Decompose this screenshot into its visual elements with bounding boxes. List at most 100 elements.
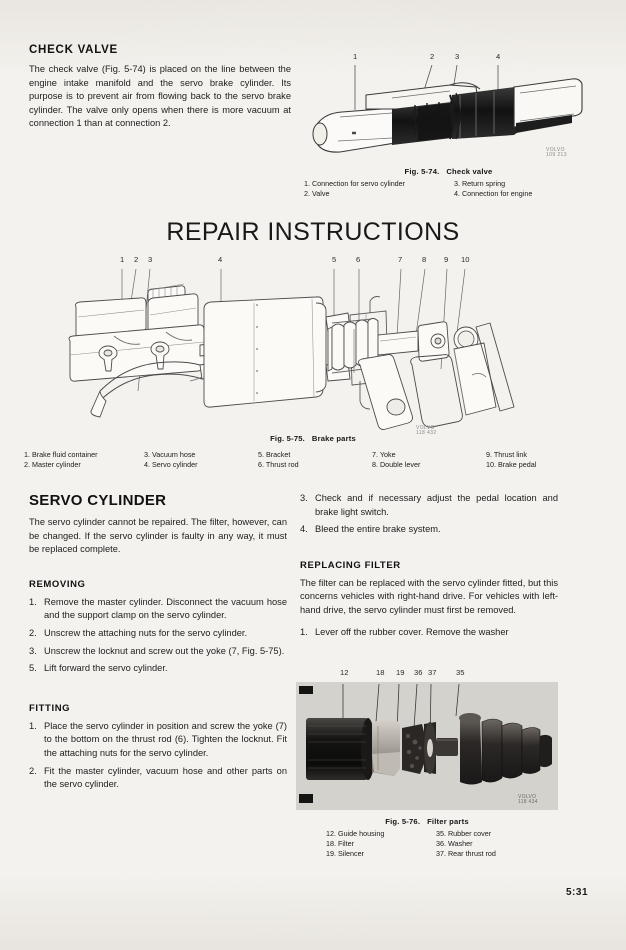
list-item: 4. Bleed the entire brake system. [300, 523, 558, 537]
legend-column-1: 12. Guide housing 18. Filter 19. Silence… [326, 829, 436, 860]
legend-column-1: 1. Brake fluid container 2. Master cylin… [24, 450, 144, 470]
check-valve-drawing: VOLVO 109 213 [300, 65, 597, 161]
fig-5-75-legend: 1. Brake fluid container 2. Master cylin… [24, 450, 604, 470]
fitting-steps: 1. Place the servo cylinder in position … [29, 720, 287, 792]
legend-item: 4. Connection for engine [454, 189, 533, 199]
page-title: REPAIR INSTRUCTIONS [166, 218, 460, 246]
fitting-heading: FITTING [29, 702, 71, 714]
step-text: Place the servo cylinder in position and… [44, 720, 287, 758]
fig-5-76-legend: 12. Guide housing 18. Filter 19. Silence… [296, 829, 558, 860]
callout-12: 12 [340, 668, 349, 677]
filter-parts-photo: VOLVO 118 434 [296, 682, 558, 810]
legend-column-2: 3. Vacuum hose 4. Servo cylinder [144, 450, 258, 470]
legend-item: 3. Vacuum hose [144, 450, 196, 459]
step-number: 5. [29, 663, 37, 674]
callout-3: 3 [148, 255, 153, 264]
fig-5-75-number: Fig. 5-75. [270, 434, 305, 443]
legend-item: 37. Rear thrust rod [436, 849, 496, 859]
callout-19: 19 [396, 668, 405, 677]
legend-item: 10. Brake pedal [486, 460, 537, 470]
callout-1: 1 [120, 255, 125, 264]
fig-5-74-number: Fig. 5-74. [404, 167, 440, 176]
step-text: Lever off the rubber cover. Remove the w… [315, 626, 509, 637]
svg-text:VOLVO: VOLVO [518, 794, 536, 800]
callout-6: 6 [356, 255, 361, 264]
removing-heading: REMOVING [29, 578, 86, 590]
fig-5-76-title: Filter parts [427, 817, 469, 826]
callout-7: 7 [398, 255, 403, 264]
callout-5: 5 [332, 255, 337, 264]
callout-2: 2 [134, 255, 139, 264]
replacing-filter-heading: REPLACING FILTER [300, 559, 401, 571]
right-column: 3. Check and if necessary adjust the ped… [300, 492, 558, 643]
callout-35: 35 [456, 668, 465, 677]
legend-item: 36. Washer [436, 839, 473, 849]
step-number: 3. [300, 493, 308, 503]
fig-5-74-legend: 1. Connection for servo cylinder 2. Valv… [300, 179, 597, 199]
legend-column-5: 9. Thrust link 10. Brake pedal [486, 450, 546, 470]
list-item: 1. Remove the master cylinder. Disconnec… [29, 596, 287, 623]
svg-text:118 434: 118 434 [518, 799, 538, 805]
check-valve-section: CHECK VALVE The check valve (Fig. 5-74) … [29, 44, 291, 139]
fig-5-74-caption: Fig. 5-74. Check valve [300, 167, 597, 176]
svg-text:118 432: 118 432 [416, 430, 437, 436]
check-valve-heading: CHECK VALVE [29, 44, 118, 56]
step-text: Bleed the entire brake system. [315, 524, 441, 535]
step-text: Fit the master cylinder, vacuum hose and… [44, 765, 287, 790]
callout-37: 37 [428, 668, 437, 677]
list-item: 3. Check and if necessary adjust the ped… [300, 492, 558, 519]
legend-item: 3. Return spring [454, 179, 506, 188]
svg-text:VOLVO: VOLVO [546, 147, 565, 153]
callout-18: 18 [376, 668, 385, 677]
svg-text:VOLVO: VOLVO [416, 425, 435, 431]
step-text: Unscrew the locknut and screw out the yo… [44, 645, 285, 656]
callout-2: 2 [430, 52, 435, 61]
callout-1: 1 [353, 52, 358, 61]
legend-item: 4. Servo cylinder [144, 460, 198, 470]
filter-parts-callouts: 12 18 19 36 37 35 [296, 668, 558, 682]
legend-column-1: 1. Connection for servo cylinder 2. Valv… [304, 179, 454, 199]
list-item: 3. Unscrew the locknut and screw out the… [29, 645, 287, 659]
step-number: 1. [29, 596, 37, 607]
step-number: 2. [29, 765, 37, 776]
legend-item: 8. Double lever [372, 460, 421, 470]
legend-item: 5. Bracket [258, 450, 291, 459]
step-text: Check and if necessary adjust the pedal … [315, 493, 558, 517]
servo-cylinder-section: SERVO CYLINDER The servo cylinder cannot… [29, 492, 287, 796]
legend-item: 6. Thrust rod [258, 460, 299, 470]
legend-column-4: 7. Yoke 8. Double lever [372, 450, 486, 470]
fig-5-74-title: Check valve [446, 167, 493, 176]
replacing-filter-body: The filter can be replaced with the serv… [300, 577, 558, 615]
fig-5-76-number: Fig. 5-76. [385, 817, 421, 826]
step-text: Remove the master cylinder. Disconnect t… [44, 596, 287, 621]
legend-column-2: 3. Return spring 4. Connection for engin… [454, 179, 542, 199]
legend-item: 7. Yoke [372, 450, 396, 459]
legend-item: 18. Filter [326, 839, 354, 849]
servo-cylinder-intro: The servo cylinder cannot be repaired. T… [29, 517, 287, 555]
figure-filter-parts: 12 18 19 36 37 35 [296, 668, 558, 860]
callout-4: 4 [496, 52, 501, 61]
legend-column-3: 5. Bracket 6. Thrust rod [258, 450, 372, 470]
fig-5-75-caption: Fig. 5-75. Brake parts [0, 434, 626, 446]
legend-item: 19. Silencer [326, 849, 364, 859]
servo-cylinder-heading: SERVO CYLINDER [29, 492, 167, 509]
fitting-steps-continued: 3. Check and if necessary adjust the ped… [300, 492, 558, 537]
legend-item: 1. Brake fluid container [24, 450, 98, 459]
callout-9: 9 [444, 255, 449, 264]
step-text: Unscrew the attaching nuts for the servo… [44, 627, 248, 638]
list-item: 1. Place the servo cylinder in position … [29, 720, 287, 761]
step-number: 1. [300, 626, 308, 637]
check-valve-callouts: 1 2 3 4 [300, 52, 597, 65]
legend-item: 12. Guide housing [326, 829, 385, 838]
step-number: 4. [300, 524, 308, 535]
callout-10: 10 [461, 255, 470, 264]
step-number: 2. [29, 627, 37, 638]
repair-instructions-title-wrap: REPAIR INSTRUCTIONS [0, 218, 626, 247]
fig-5-75-title: Brake parts [311, 434, 356, 443]
figure-check-valve: 1 2 3 4 [300, 52, 597, 199]
list-item: 1. Lever off the rubber cover. Remove th… [300, 626, 558, 640]
page-number: 5:31 [565, 887, 588, 898]
legend-item: 9. Thrust link [486, 450, 528, 459]
list-item: 5. Lift forward the servo cylinder. [29, 662, 287, 676]
